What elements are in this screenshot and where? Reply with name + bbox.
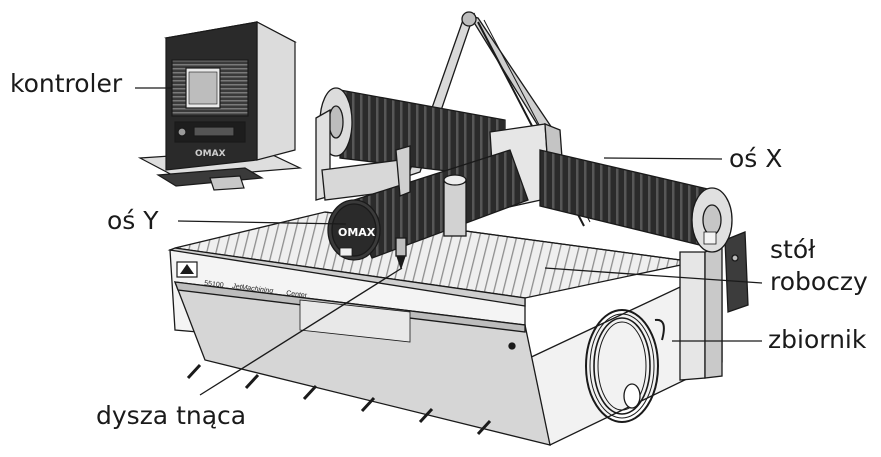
- controller-unit: OMAX: [137, 21, 303, 191]
- machine-name-suffix: Center: [286, 290, 308, 300]
- svg-text:OMAX: OMAX: [195, 149, 226, 159]
- nozzle-leader-line: [199, 267, 403, 396]
- label-controller: kontroler: [10, 69, 123, 98]
- y-axis-beam: OMAX: [327, 145, 529, 271]
- tank-hose-coil: [585, 309, 665, 423]
- table-leader-line: [544, 267, 763, 284]
- label-table-line1: stół: [770, 235, 816, 264]
- model-number: 55100: [204, 280, 224, 289]
- label-axis-y: oś Y: [107, 206, 159, 235]
- axis-y-leader-line: [177, 220, 347, 225]
- work-table: [167, 211, 723, 446]
- label-nozzle: dysza tnąca: [96, 401, 247, 430]
- brand-label: OMAX: [338, 226, 376, 239]
- label-axis-x: oś X: [729, 144, 783, 173]
- right-column: [679, 231, 749, 381]
- x-axis-gantry: [315, 87, 733, 253]
- axis-x-leader-line: [603, 157, 723, 160]
- label-tank: zbiornik: [768, 325, 867, 354]
- label-table-line2: roboczy: [770, 267, 868, 296]
